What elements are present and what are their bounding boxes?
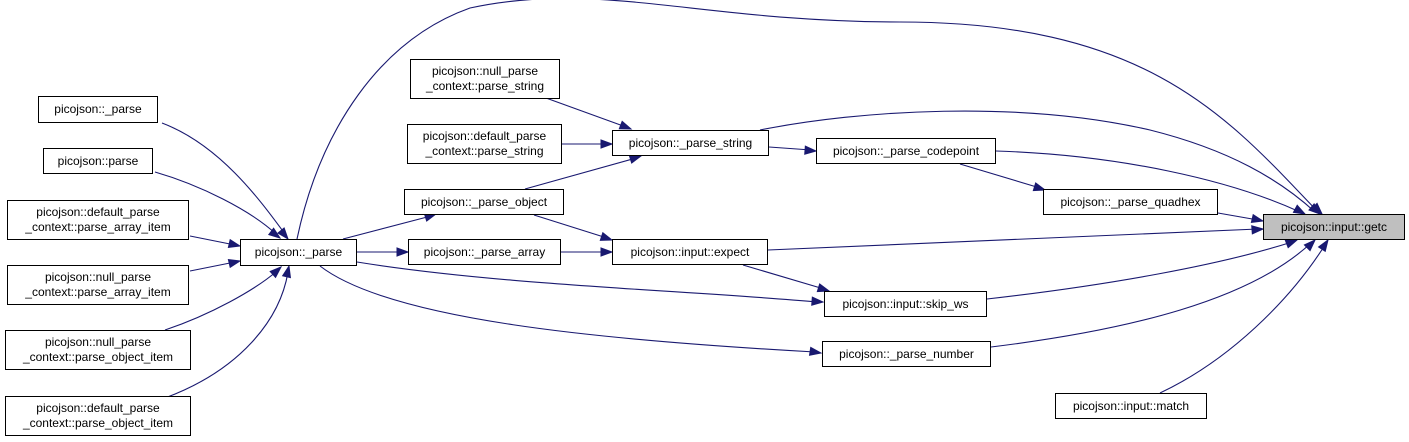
node-null-parse-context-parse-string[interactable]: picojson::null_parse _context::parse_str… — [410, 59, 560, 99]
edge-skip-ws-to-getc-arrowhead — [1284, 239, 1299, 249]
node-parse-number[interactable]: picojson::_parse_number — [822, 341, 991, 367]
edge-match-to-getc-arrowhead — [1317, 238, 1329, 253]
node-default-parse-context-parse-object-item[interactable]: picojson::default_parse _context::parse_… — [5, 396, 191, 436]
edge-parse-main-to-skip-ws-arrowhead — [811, 296, 825, 306]
edge-expect-to-skip-ws-arrowhead — [816, 283, 831, 293]
node-caller-parse-underscore[interactable]: picojson::_parse — [38, 96, 158, 123]
node-default-parse-context-parse-string[interactable]: picojson::default_parse _context::parse_… — [407, 124, 562, 164]
edge-default-array-item-to-parse-main-arrowhead — [227, 238, 242, 249]
node-parse-main[interactable]: picojson::_parse — [240, 239, 357, 266]
node-parse-codepoint[interactable]: picojson::_parse_codepoint — [816, 138, 996, 164]
edge-null-array-item-to-parse-main-arrowhead — [227, 258, 242, 269]
edge-parse-number-to-getc-arrowhead — [1303, 238, 1317, 252]
edge-parse-main-to-parse-number — [319, 265, 816, 353]
node-input-skip-ws[interactable]: picojson::input::skip_ws — [824, 291, 987, 317]
edge-parse-main-to-parse-number-arrowhead — [808, 346, 823, 356]
edge-parse-object-to-expect-arrowhead — [599, 231, 614, 241]
edge-default-object-item-to-parse-main-arrowhead — [281, 264, 292, 279]
node-parse-quadhex[interactable]: picojson::_parse_quadhex — [1043, 189, 1218, 215]
edge-parse-string-to-codepoint — [768, 146, 812, 151]
edge-null-string-to-parse-string — [545, 97, 627, 128]
node-caller-parse[interactable]: picojson::parse — [43, 148, 153, 174]
edge-parse-main-to-parse-array-arrowhead — [396, 247, 410, 257]
edge-default-array-item-to-parse-main — [189, 235, 236, 246]
edge-default-object-item-to-parse-main — [164, 271, 289, 399]
node-parse-array[interactable]: picojson::_parse_array — [408, 239, 561, 265]
edge-expect-to-skip-ws — [742, 264, 825, 290]
node-parse-string[interactable]: picojson::_parse_string — [612, 130, 769, 156]
edge-expect-to-getc — [767, 228, 1259, 251]
edge-parse-quadhex-to-getc — [1217, 212, 1259, 221]
edge-parse-to-getc — [296, 0, 1319, 240]
edge-null-array-item-to-parse-main — [189, 261, 236, 272]
edge-parse-main-to-skip-ws — [356, 261, 819, 303]
edge-parse-string-to-getc-arrowhead — [1308, 203, 1322, 215]
edge-parse-object-to-expect — [533, 214, 608, 239]
edge-parse-codepoint-to-quadhex — [959, 163, 1041, 189]
edge-default-string-to-parse-string-arrowhead — [600, 139, 614, 149]
node-input-match[interactable]: picojson::input::match — [1055, 393, 1207, 419]
edge-parse-codepoint-to-quadhex-arrowhead — [1032, 182, 1047, 192]
edge-parse-main-to-parse-object — [342, 215, 432, 240]
edge-parse-array-to-expect-arrowhead — [600, 247, 614, 257]
edge-left-parse-to-parse-main-arrowhead — [277, 227, 289, 241]
edge-null-string-to-parse-string-arrowhead — [618, 120, 633, 130]
node-null-parse-context-parse-object-item[interactable]: picojson::null_parse _context::parse_obj… — [5, 330, 191, 370]
edge-skip-ws-to-getc — [986, 241, 1293, 300]
edge-parse-to-parse-main — [154, 171, 277, 235]
edge-expect-to-getc-arrowhead — [1251, 225, 1265, 235]
node-input-expect[interactable]: picojson::input::expect — [612, 239, 768, 265]
edge-parse-object-to-parse-string-arrowhead — [628, 154, 643, 164]
edge-parse-string-to-getc — [759, 110, 1316, 213]
node-parse-object[interactable]: picojson::_parse_object — [404, 189, 564, 215]
edge-null-object-item-to-parse-main-arrowhead — [269, 266, 283, 279]
edge-parse-number-to-getc — [990, 242, 1312, 348]
edge-left-parse-to-parse-main — [161, 122, 286, 235]
node-null-parse-context-parse-array-item[interactable]: picojson::null_parse _context::parse_arr… — [7, 265, 189, 305]
edge-parse-quadhex-to-getc-arrowhead — [1250, 213, 1265, 224]
edge-parse-object-to-parse-string — [524, 157, 637, 190]
edge-parse-codepoint-to-getc — [995, 150, 1301, 213]
node-input-getc[interactable]: picojson::input::getc — [1263, 214, 1405, 240]
node-default-parse-context-parse-array-item[interactable]: picojson::default_parse _context::parse_… — [7, 200, 189, 240]
edge-parse-to-parse-main-arrowhead — [267, 227, 282, 239]
edge-parse-string-to-codepoint-arrowhead — [804, 145, 818, 155]
edge-null-object-item-to-parse-main — [164, 270, 278, 331]
edge-parse-codepoint-to-getc-arrowhead — [1292, 204, 1307, 215]
edge-match-to-getc — [1159, 244, 1326, 394]
